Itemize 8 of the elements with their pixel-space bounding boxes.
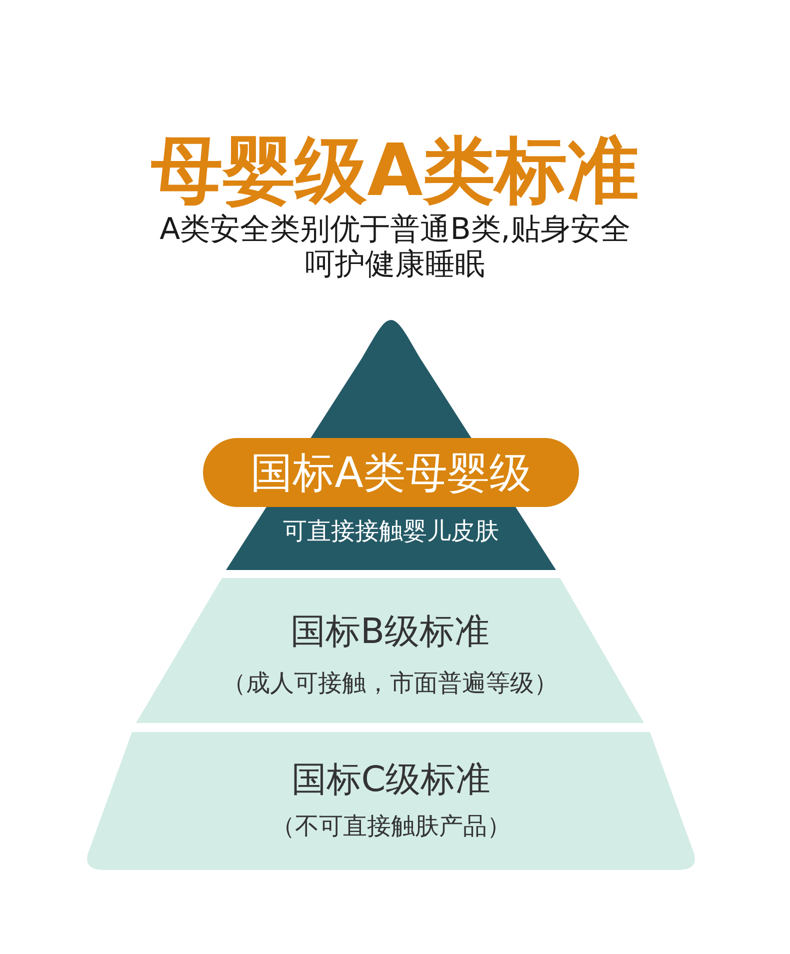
title: 母婴级A类标准	[151, 128, 639, 212]
tier-description: （成人可接触，市面普遍等级）	[222, 669, 558, 697]
subtitle: A类安全类别优于普通B类,贴身安全呵护健康睡眠	[158, 212, 632, 282]
tier-heading: 国标C级标准	[291, 760, 491, 800]
tier-heading: 国标B级标准	[290, 612, 490, 652]
tier-description: （不可直接触肤产品）	[271, 812, 511, 840]
grade-banner: 国标A类母婴级	[203, 438, 579, 507]
tier-description: 可直接接触婴儿皮肤	[283, 517, 499, 545]
